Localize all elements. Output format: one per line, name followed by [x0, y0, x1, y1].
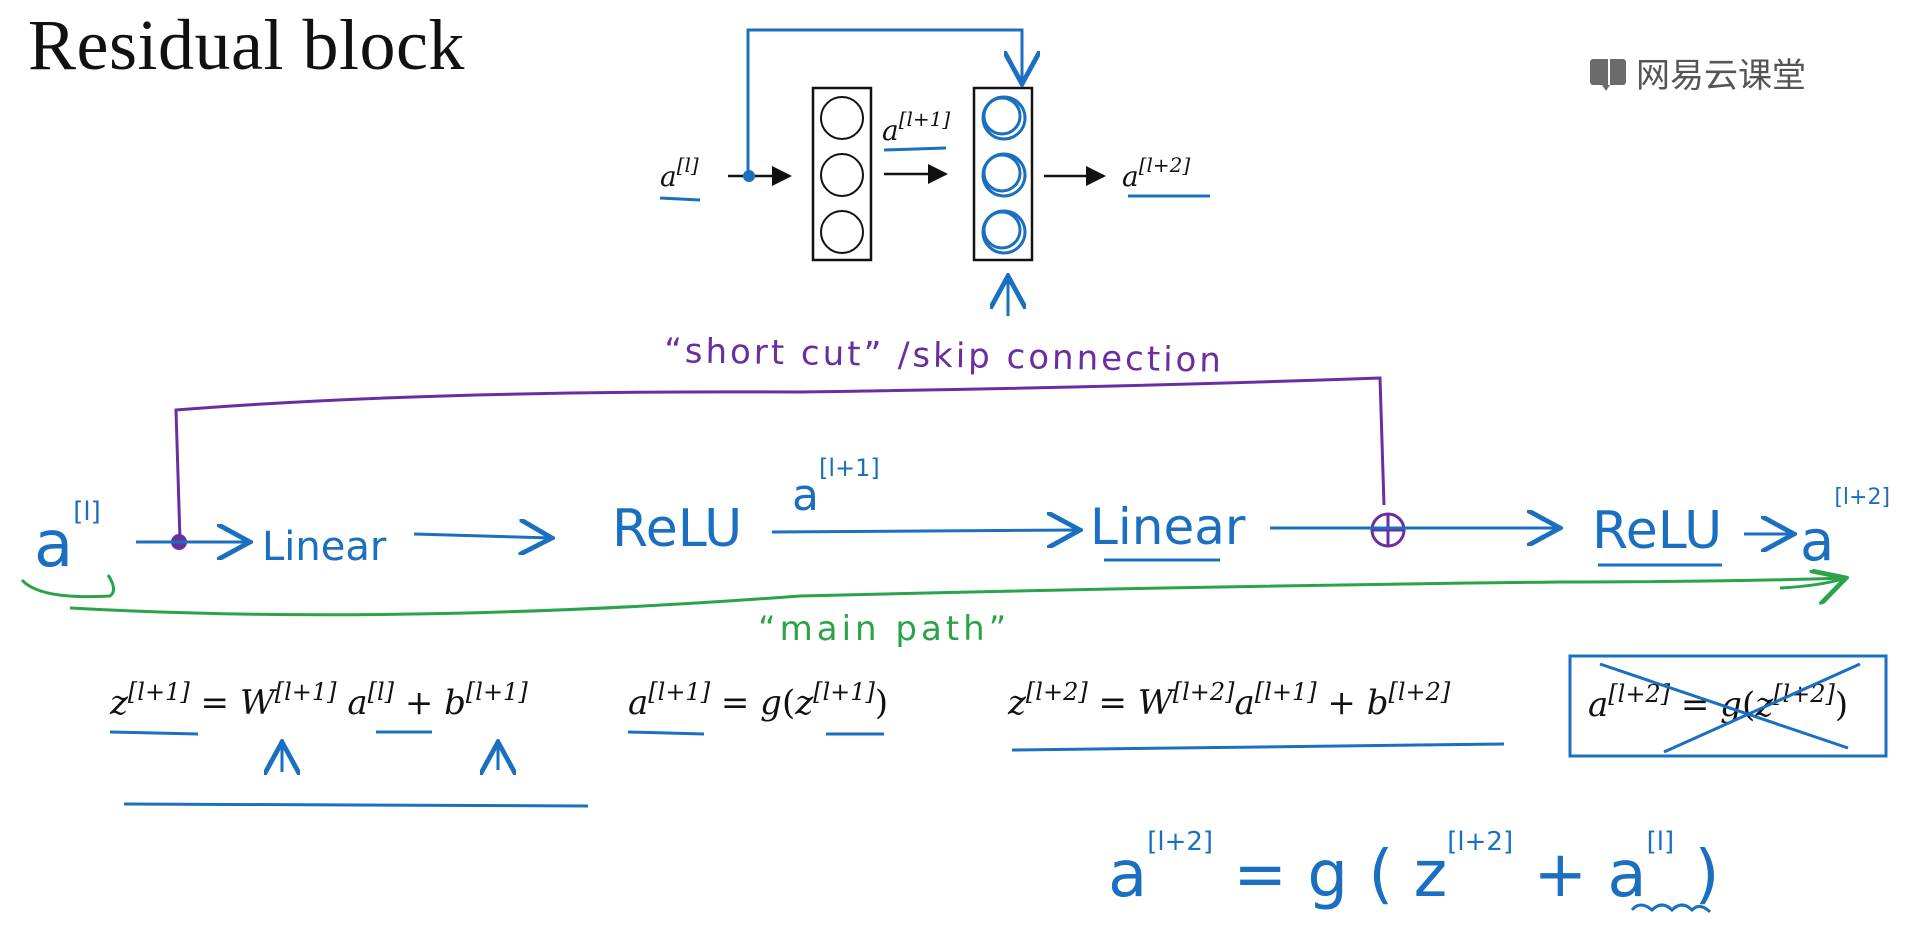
equation-4-box	[1568, 654, 1888, 758]
main-arrow-2	[413, 534, 552, 538]
watermark-text: 网易云课堂	[1636, 56, 1806, 96]
top-middle-label: a[l+1]	[882, 107, 950, 147]
main-output-label: a[l+2]	[1800, 485, 1890, 574]
book-icon	[1590, 58, 1626, 91]
top-input-underline	[659, 196, 701, 202]
top-shortcut-path	[746, 28, 1022, 176]
top-layer-1-node	[820, 96, 864, 140]
equation-3: z[l+2] = W[l+2]a[l+1] + b[l+2]	[1007, 678, 1451, 723]
main-arrow-3	[771, 530, 1080, 532]
top-output-label: a[l+2]	[1122, 153, 1190, 193]
main-step-relu-1: ReLU	[612, 499, 742, 559]
top-layer-1	[811, 86, 873, 262]
main-path-bracket	[20, 574, 1847, 617]
main-input-label: a[l]	[34, 497, 101, 582]
equation-4-strike-2	[1663, 662, 1861, 754]
residual-equation-underline	[1630, 903, 1712, 914]
equation-4-strike-1	[1599, 662, 1849, 750]
main-path: a[l] Linear ReLU a[l+1] Linear ReLU a[l+…	[20, 376, 1890, 649]
equation-1-underline-z	[109, 730, 199, 736]
main-mid-activation: a[l+1]	[792, 454, 880, 521]
top-layer-2-nodes	[981, 95, 1027, 255]
main-step-linear-1: Linear	[262, 524, 387, 570]
top-middle-underline	[883, 146, 947, 152]
top-layer-1-node	[820, 153, 864, 197]
top-network-diagram: a[l] a[l+1] a[l+2]	[659, 28, 1210, 316]
main-path-bracket-end	[1779, 578, 1846, 588]
residual-equation: a[l+2] = g ( z[l+2] + a[l] )	[1108, 827, 1719, 912]
top-layer-2	[972, 86, 1034, 262]
slide-title: Residual block	[28, 5, 465, 85]
skip-connection-path	[174, 376, 1386, 541]
top-layer-1-node	[820, 210, 864, 254]
equations: z[l+1] = W[l+1] a[l] + b[l+1] a[l+1] = g…	[109, 654, 1888, 808]
equation-2: a[l+1] = g(z[l+1])	[628, 678, 888, 723]
watermark-logo: 网易云课堂	[1588, 48, 1806, 97]
shortcut-caption: “short cut” /skip connection	[664, 331, 1224, 381]
equation-1-bracket	[123, 802, 589, 808]
add-node-icon	[1370, 512, 1406, 548]
equation-1: z[l+1] = W[l+1] a[l] + b[l+1]	[109, 678, 528, 723]
main-step-relu-2: ReLU	[1592, 501, 1722, 561]
equation-3-underline	[1011, 742, 1505, 752]
top-input-label: a[l]	[660, 153, 699, 193]
main-path-caption: “main path”	[758, 609, 1010, 649]
main-step-linear-2: Linear	[1090, 498, 1246, 556]
equation-2-underline-a	[627, 730, 705, 736]
